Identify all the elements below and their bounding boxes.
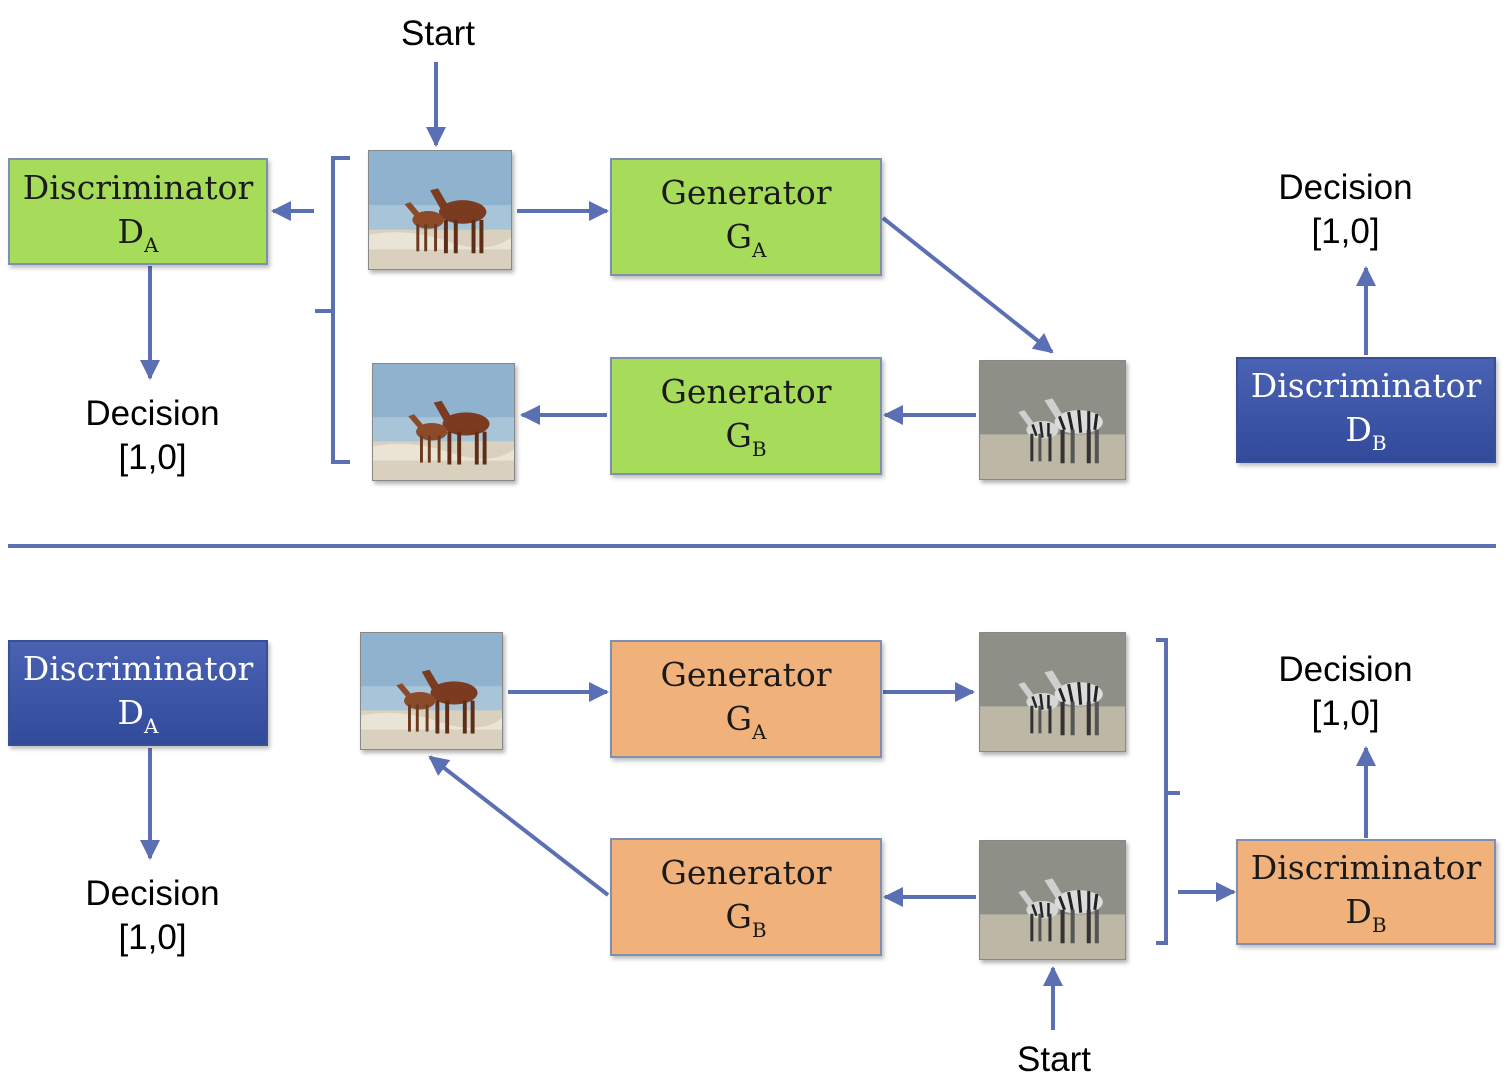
box-subscript: A — [751, 720, 767, 744]
decision-text: Decision — [85, 394, 220, 433]
bottom-zebra-generated-image — [979, 632, 1126, 752]
horse-photo-icon — [373, 364, 514, 480]
box-title: Discriminator — [22, 649, 254, 688]
top-discriminator-b: Discriminator DB — [1236, 357, 1496, 463]
horse-photo-icon — [361, 633, 502, 749]
top-horse-reconstructed-image — [372, 363, 515, 481]
decision-values: [1,0] — [1311, 694, 1380, 733]
top-bracket — [315, 156, 350, 464]
box-title: Discriminator — [1250, 848, 1482, 887]
bottom-gb-to-horse-arrow — [428, 755, 610, 897]
box-subscript: B — [751, 918, 767, 942]
top-discriminator-a: Discriminator DA — [8, 158, 268, 265]
bottom-discriminator-b: Discriminator DB — [1236, 839, 1496, 945]
bottom-zebra-start-image — [979, 840, 1126, 960]
top-zebra-image — [979, 360, 1126, 480]
box-subscript: B — [751, 437, 767, 461]
box-symbol: G — [725, 699, 752, 738]
bottom-generator-b: Generator GB — [610, 838, 882, 956]
horse-photo-icon — [369, 151, 511, 269]
top-generator-b: Generator GB — [610, 357, 882, 475]
decision-text: Decision — [85, 874, 220, 913]
top-ga-to-zebra-arrow — [881, 216, 1054, 354]
bottom-horse-image — [360, 632, 503, 750]
decision-text: Decision — [1278, 168, 1413, 207]
bottom-generator-a: Generator GA — [610, 640, 882, 758]
box-subscript: A — [144, 714, 159, 738]
zebra-photo-icon — [980, 841, 1125, 959]
box-title: Generator — [660, 173, 832, 212]
top-generator-a: Generator GA — [610, 158, 882, 276]
box-symbol: G — [725, 416, 752, 455]
box-symbol: G — [725, 217, 752, 256]
bottom-discriminator-a: Discriminator DA — [8, 640, 268, 746]
box-title: Generator — [660, 853, 832, 892]
bottom-decision-left: Decision [1,0] — [70, 872, 235, 960]
top-start-label: Start — [401, 14, 475, 53]
decision-values: [1,0] — [118, 918, 187, 957]
decision-values: [1,0] — [1311, 212, 1380, 251]
box-symbol: D — [1345, 892, 1372, 931]
box-symbol: D — [117, 211, 144, 251]
box-subscript: B — [1371, 431, 1387, 455]
top-decision-right: Decision [1,0] — [1263, 166, 1428, 254]
bottom-start-label: Start — [1017, 1040, 1091, 1079]
box-symbol: G — [725, 897, 752, 936]
box-subscript: A — [751, 238, 767, 262]
zebra-photo-icon — [980, 361, 1125, 479]
bottom-decision-right: Decision [1,0] — [1263, 648, 1428, 736]
top-decision-left: Decision [1,0] — [70, 392, 235, 480]
box-subscript: A — [144, 232, 159, 257]
box-title: Discriminator — [22, 167, 254, 207]
box-subscript: B — [1371, 913, 1387, 937]
decision-text: Decision — [1278, 650, 1413, 689]
box-title: Generator — [660, 655, 832, 694]
decision-values: [1,0] — [118, 438, 187, 477]
box-symbol: D — [1345, 410, 1372, 449]
box-symbol: D — [117, 693, 144, 732]
box-title: Generator — [660, 372, 832, 411]
top-horse-image — [368, 150, 512, 270]
zebra-photo-icon — [980, 633, 1125, 751]
box-title: Discriminator — [1250, 366, 1482, 405]
bottom-bracket — [1156, 638, 1180, 945]
